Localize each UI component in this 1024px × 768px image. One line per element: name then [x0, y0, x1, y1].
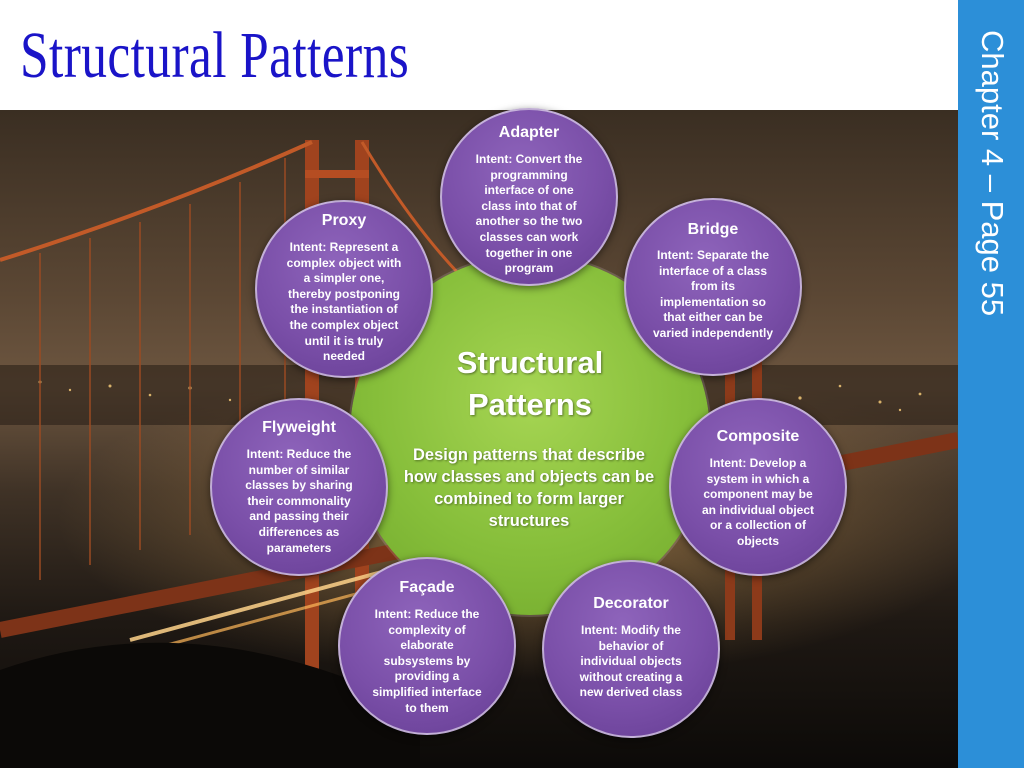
hub-title-line1: Structural — [456, 345, 604, 380]
pattern-name: Proxy — [321, 212, 367, 229]
pattern-intent: Intent: Represent a complex object with … — [286, 240, 402, 364]
pattern-name: Bridge — [687, 221, 739, 238]
pattern-intent: Intent: Convert the programming interfac… — [475, 152, 583, 276]
pattern-node-proxy: Proxy Intent: Represent a complex object… — [255, 200, 433, 378]
hub-title-line2: Patterns — [467, 387, 593, 422]
pattern-intent: Intent: Separate the interface of a clas… — [652, 248, 774, 340]
pattern-node-composite: Composite Intent: Develop a system in wh… — [669, 398, 847, 576]
pattern-name: Decorator — [593, 595, 669, 612]
chapter-sidebar — [958, 0, 1024, 768]
slide-title: Structural Patterns — [20, 19, 410, 92]
pattern-name: Façade — [399, 579, 455, 596]
pattern-intent: Intent: Reduce the number of similar cla… — [245, 447, 353, 555]
pattern-node-decorator: Decorator Intent: Modify the behavior of… — [542, 560, 720, 738]
pattern-name: Adapter — [498, 124, 560, 141]
pattern-intent: Intent: Reduce the complexity of elabora… — [372, 607, 482, 715]
hub-title: Structural Patterns — [395, 342, 665, 426]
pattern-intent: Intent: Develop a system in which a comp… — [701, 456, 814, 548]
pattern-node-bridge: Bridge Intent: Separate the interface of… — [624, 198, 802, 376]
pattern-node-adapter: Adapter Intent: Convert the programming … — [440, 108, 618, 286]
pattern-intent: Intent: Modify the behavior of individua… — [579, 623, 683, 700]
pattern-name: Composite — [716, 428, 800, 445]
pattern-node-flyweight: Flyweight Intent: Reduce the number of s… — [210, 398, 388, 576]
hub-description: Design patterns that describe how classe… — [403, 446, 655, 530]
chapter-page-label: Chapter 4 – Page 55 — [975, 30, 1010, 317]
pattern-name: Flyweight — [262, 419, 336, 436]
pattern-node-facade: Façade Intent: Reduce the complexity of … — [338, 557, 516, 735]
